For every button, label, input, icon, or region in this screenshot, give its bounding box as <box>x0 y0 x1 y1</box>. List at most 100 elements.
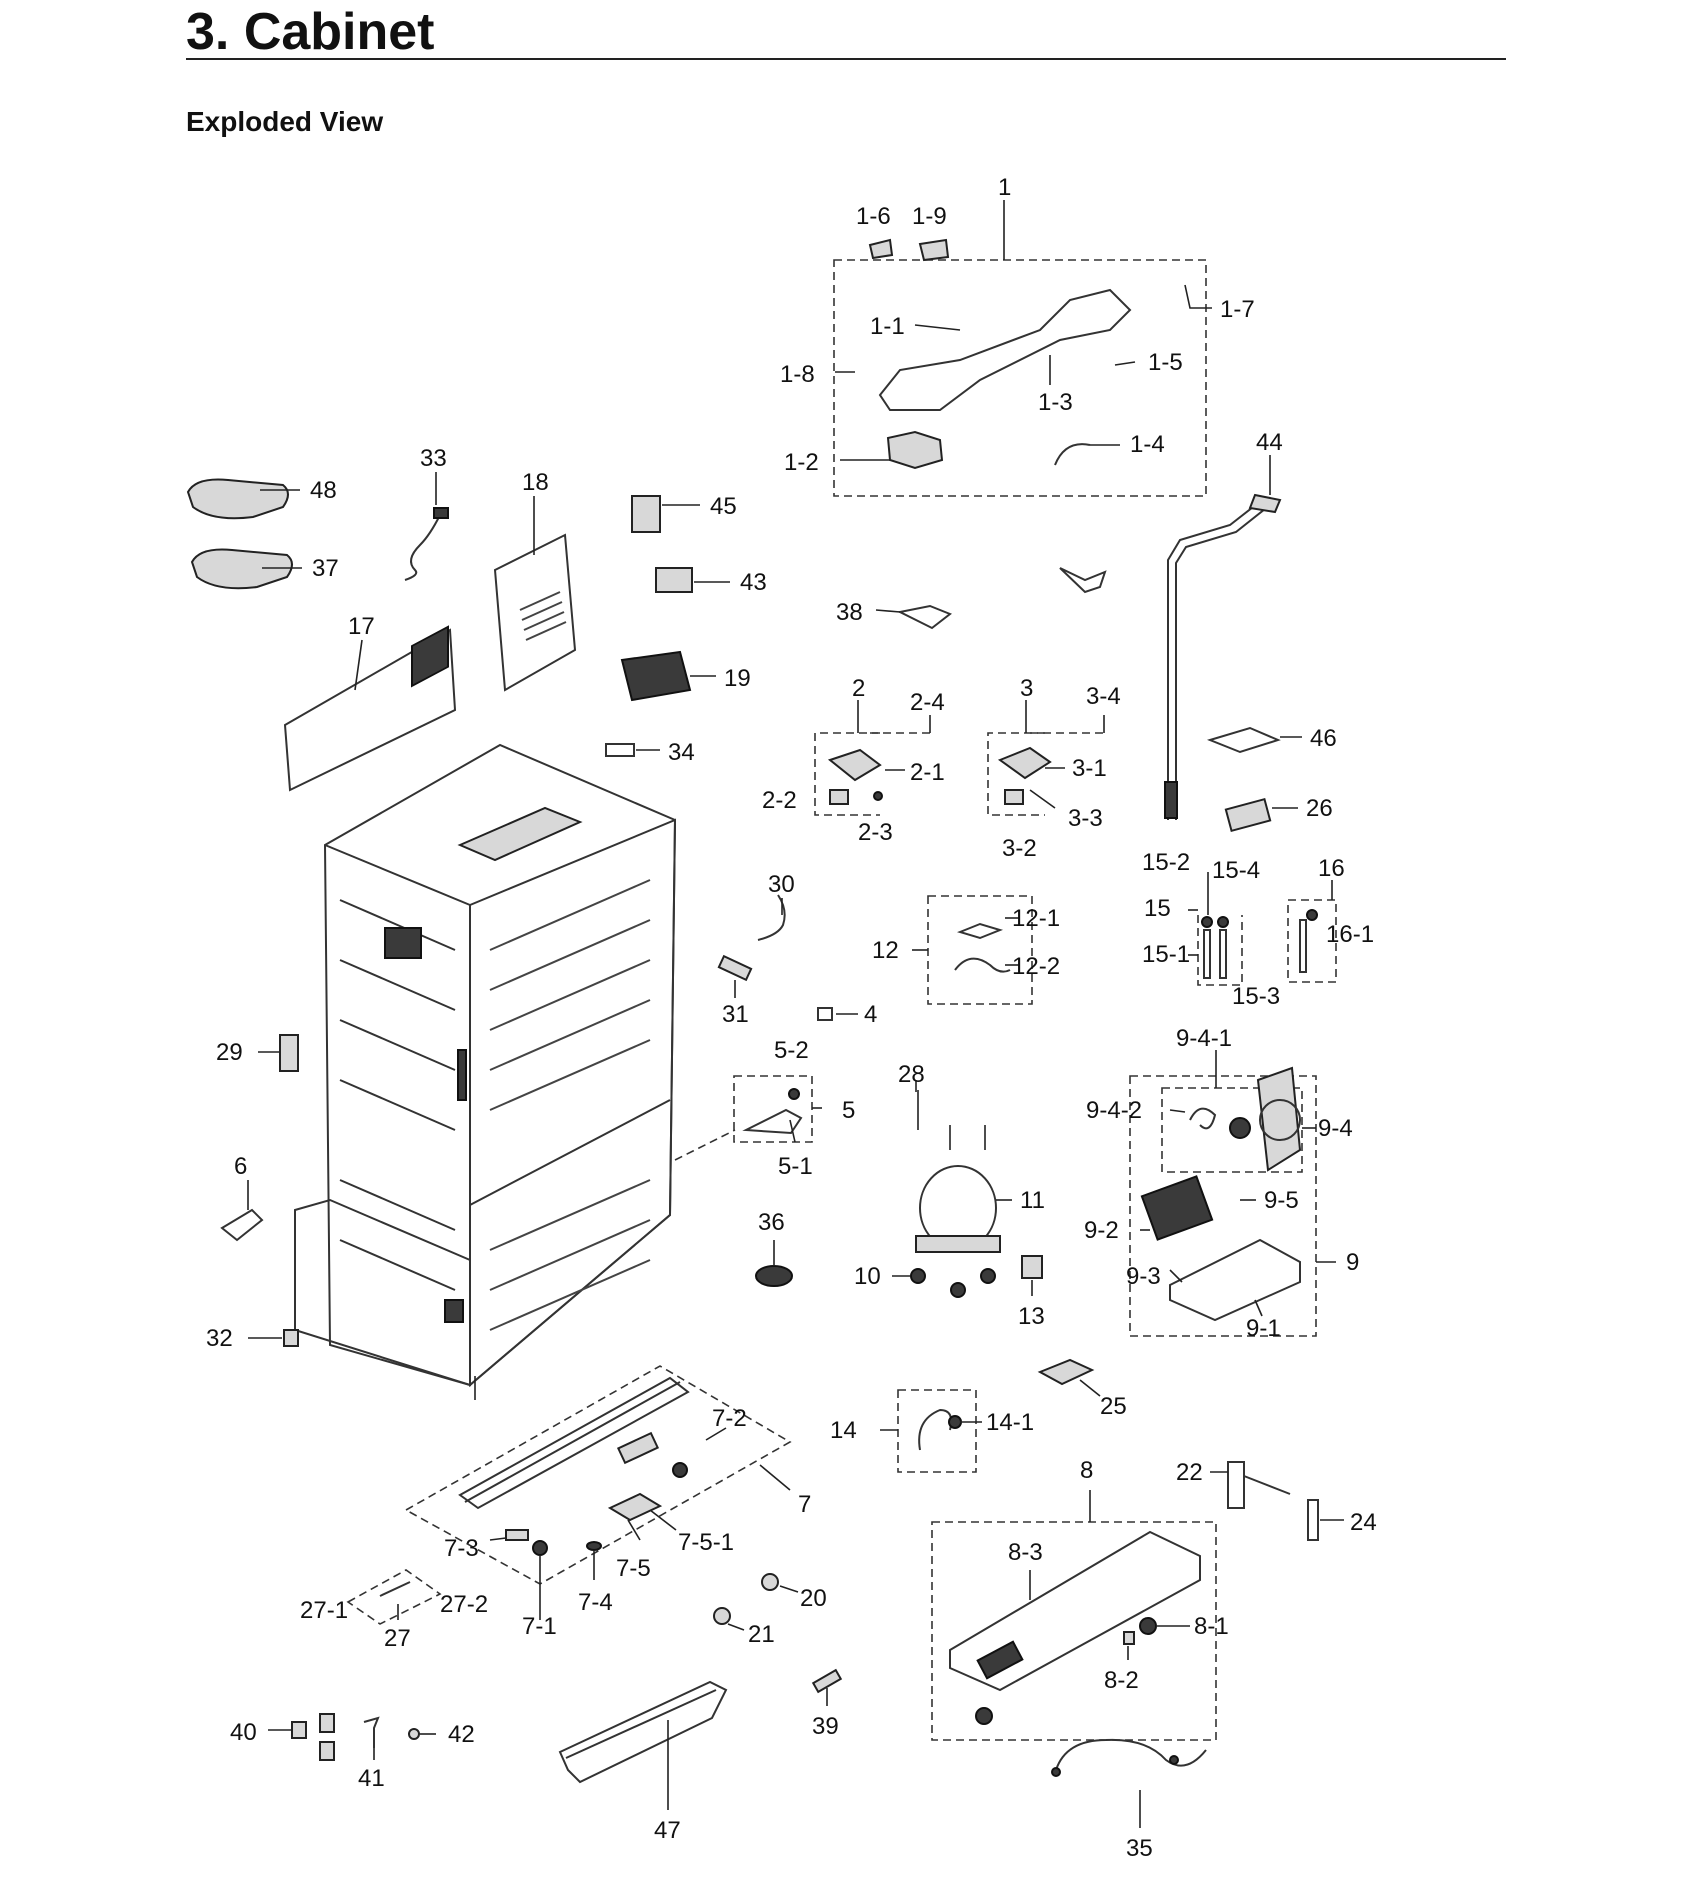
assembly-2 <box>814 700 931 816</box>
title-rule <box>186 58 1506 60</box>
callout-14: 14 <box>830 1417 857 1444</box>
callout-9-4-2: 9-4-2 <box>1086 1097 1142 1124</box>
part-43 <box>655 567 730 593</box>
part-21 <box>713 1607 745 1631</box>
callout-37: 37 <box>312 555 339 582</box>
part-35 <box>1051 1738 1207 1828</box>
part-26 <box>1224 797 1298 833</box>
assembly-16 <box>1287 880 1337 983</box>
callout-1-4: 1-4 <box>1130 431 1165 458</box>
callout-1-8: 1-8 <box>780 361 815 388</box>
callout-45: 45 <box>710 493 737 520</box>
part-46 <box>1206 726 1302 754</box>
callout-9-4: 9-4 <box>1318 1115 1353 1142</box>
callout-28: 28 <box>898 1061 925 1088</box>
part-38 <box>875 567 1107 630</box>
callout-2-3: 2-3 <box>858 819 893 846</box>
part-48 <box>186 478 300 520</box>
callout-33: 33 <box>420 445 447 472</box>
callout-2: 2 <box>852 675 865 702</box>
part-39 <box>811 1668 843 1706</box>
assembly-5 <box>733 1075 822 1143</box>
callout-15-4: 15-4 <box>1212 857 1260 884</box>
callout-41: 41 <box>358 1765 385 1792</box>
callout-10: 10 <box>854 1263 881 1290</box>
callout-31: 31 <box>722 1001 749 1028</box>
callout-5: 5 <box>842 1097 855 1124</box>
callout-24: 24 <box>1350 1509 1377 1536</box>
part-4 <box>817 1007 858 1021</box>
callout-17: 17 <box>348 613 375 640</box>
assembly-7 <box>404 1365 792 1620</box>
part-30 <box>757 894 786 941</box>
callout-30: 30 <box>768 871 795 898</box>
part-45 <box>631 495 700 533</box>
callout-27-1: 27-1 <box>300 1597 348 1624</box>
callout-44: 44 <box>1256 429 1283 456</box>
callout-32: 32 <box>206 1325 233 1352</box>
callout-35: 35 <box>1126 1835 1153 1862</box>
assembly-9 <box>1129 1050 1336 1337</box>
callout-9-5: 9-5 <box>1264 1187 1299 1214</box>
part-47 <box>558 1680 728 1810</box>
assembly-14 <box>880 1389 982 1473</box>
part-29 <box>258 1034 299 1072</box>
callout-20: 20 <box>800 1585 827 1612</box>
part-6 <box>220 1180 264 1242</box>
callout-38: 38 <box>836 599 863 626</box>
callout-1-1: 1-1 <box>870 313 905 340</box>
part-31 <box>717 954 753 998</box>
callout-3-4: 3-4 <box>1086 683 1121 710</box>
assembly-12 <box>912 895 1033 1005</box>
callout-12-2: 12-2 <box>1012 953 1060 980</box>
callout-1-7: 1-7 <box>1220 296 1255 323</box>
callout-15-2: 15-2 <box>1142 849 1190 876</box>
callout-6: 6 <box>234 1153 247 1180</box>
part-22 <box>1210 1461 1291 1509</box>
callout-9-2: 9-2 <box>1084 1217 1119 1244</box>
callout-29: 29 <box>216 1039 243 1066</box>
callout-9-1: 9-1 <box>1246 1315 1281 1342</box>
callout-2-2: 2-2 <box>762 787 797 814</box>
callout-7: 7 <box>798 1491 811 1518</box>
assembly-27 <box>346 1569 442 1625</box>
part-42 <box>408 1728 436 1740</box>
callout-42: 42 <box>448 1721 475 1748</box>
part-18 <box>493 496 577 692</box>
callout-7-5-1: 7-5-1 <box>678 1529 734 1556</box>
part-25 <box>1037 1358 1101 1397</box>
callout-36: 36 <box>758 1209 785 1236</box>
callout-8-2: 8-2 <box>1104 1667 1139 1694</box>
callout-3-3: 3-3 <box>1068 805 1103 832</box>
part-44 <box>1164 455 1282 820</box>
callout-26: 26 <box>1306 795 1333 822</box>
callout-1: 1 <box>998 174 1011 201</box>
part-19 <box>620 650 716 702</box>
part-41 <box>363 1716 380 1760</box>
callout-22: 22 <box>1176 1459 1203 1486</box>
callout-46: 46 <box>1310 725 1337 752</box>
callout-2-4: 2-4 <box>910 689 945 716</box>
callout-7-5: 7-5 <box>616 1555 651 1582</box>
callout-9: 9 <box>1346 1249 1359 1276</box>
callout-8-3: 8-3 <box>1008 1539 1043 1566</box>
cabinet-body <box>294 743 736 1388</box>
callout-7-1: 7-1 <box>522 1613 557 1640</box>
callout-2-1: 2-1 <box>910 759 945 786</box>
callout-40: 40 <box>230 1719 257 1746</box>
callout-16-1: 16-1 <box>1326 921 1374 948</box>
callout-1-6: 1-6 <box>856 203 891 230</box>
part-17 <box>283 625 457 792</box>
callout-15-1: 15-1 <box>1142 941 1190 968</box>
callout-11: 11 <box>1020 1187 1045 1214</box>
page-title: 3. Cabinet <box>186 3 435 61</box>
callout-27-2: 27-2 <box>440 1591 488 1618</box>
callout-12-1: 12-1 <box>1012 905 1060 932</box>
part-20 <box>761 1573 799 1593</box>
callout-3: 3 <box>1020 675 1033 702</box>
callout-1-5: 1-5 <box>1148 349 1183 376</box>
callout-15-3: 15-3 <box>1232 983 1280 1010</box>
callout-1-2: 1-2 <box>784 449 819 476</box>
callout-16: 16 <box>1318 855 1345 882</box>
